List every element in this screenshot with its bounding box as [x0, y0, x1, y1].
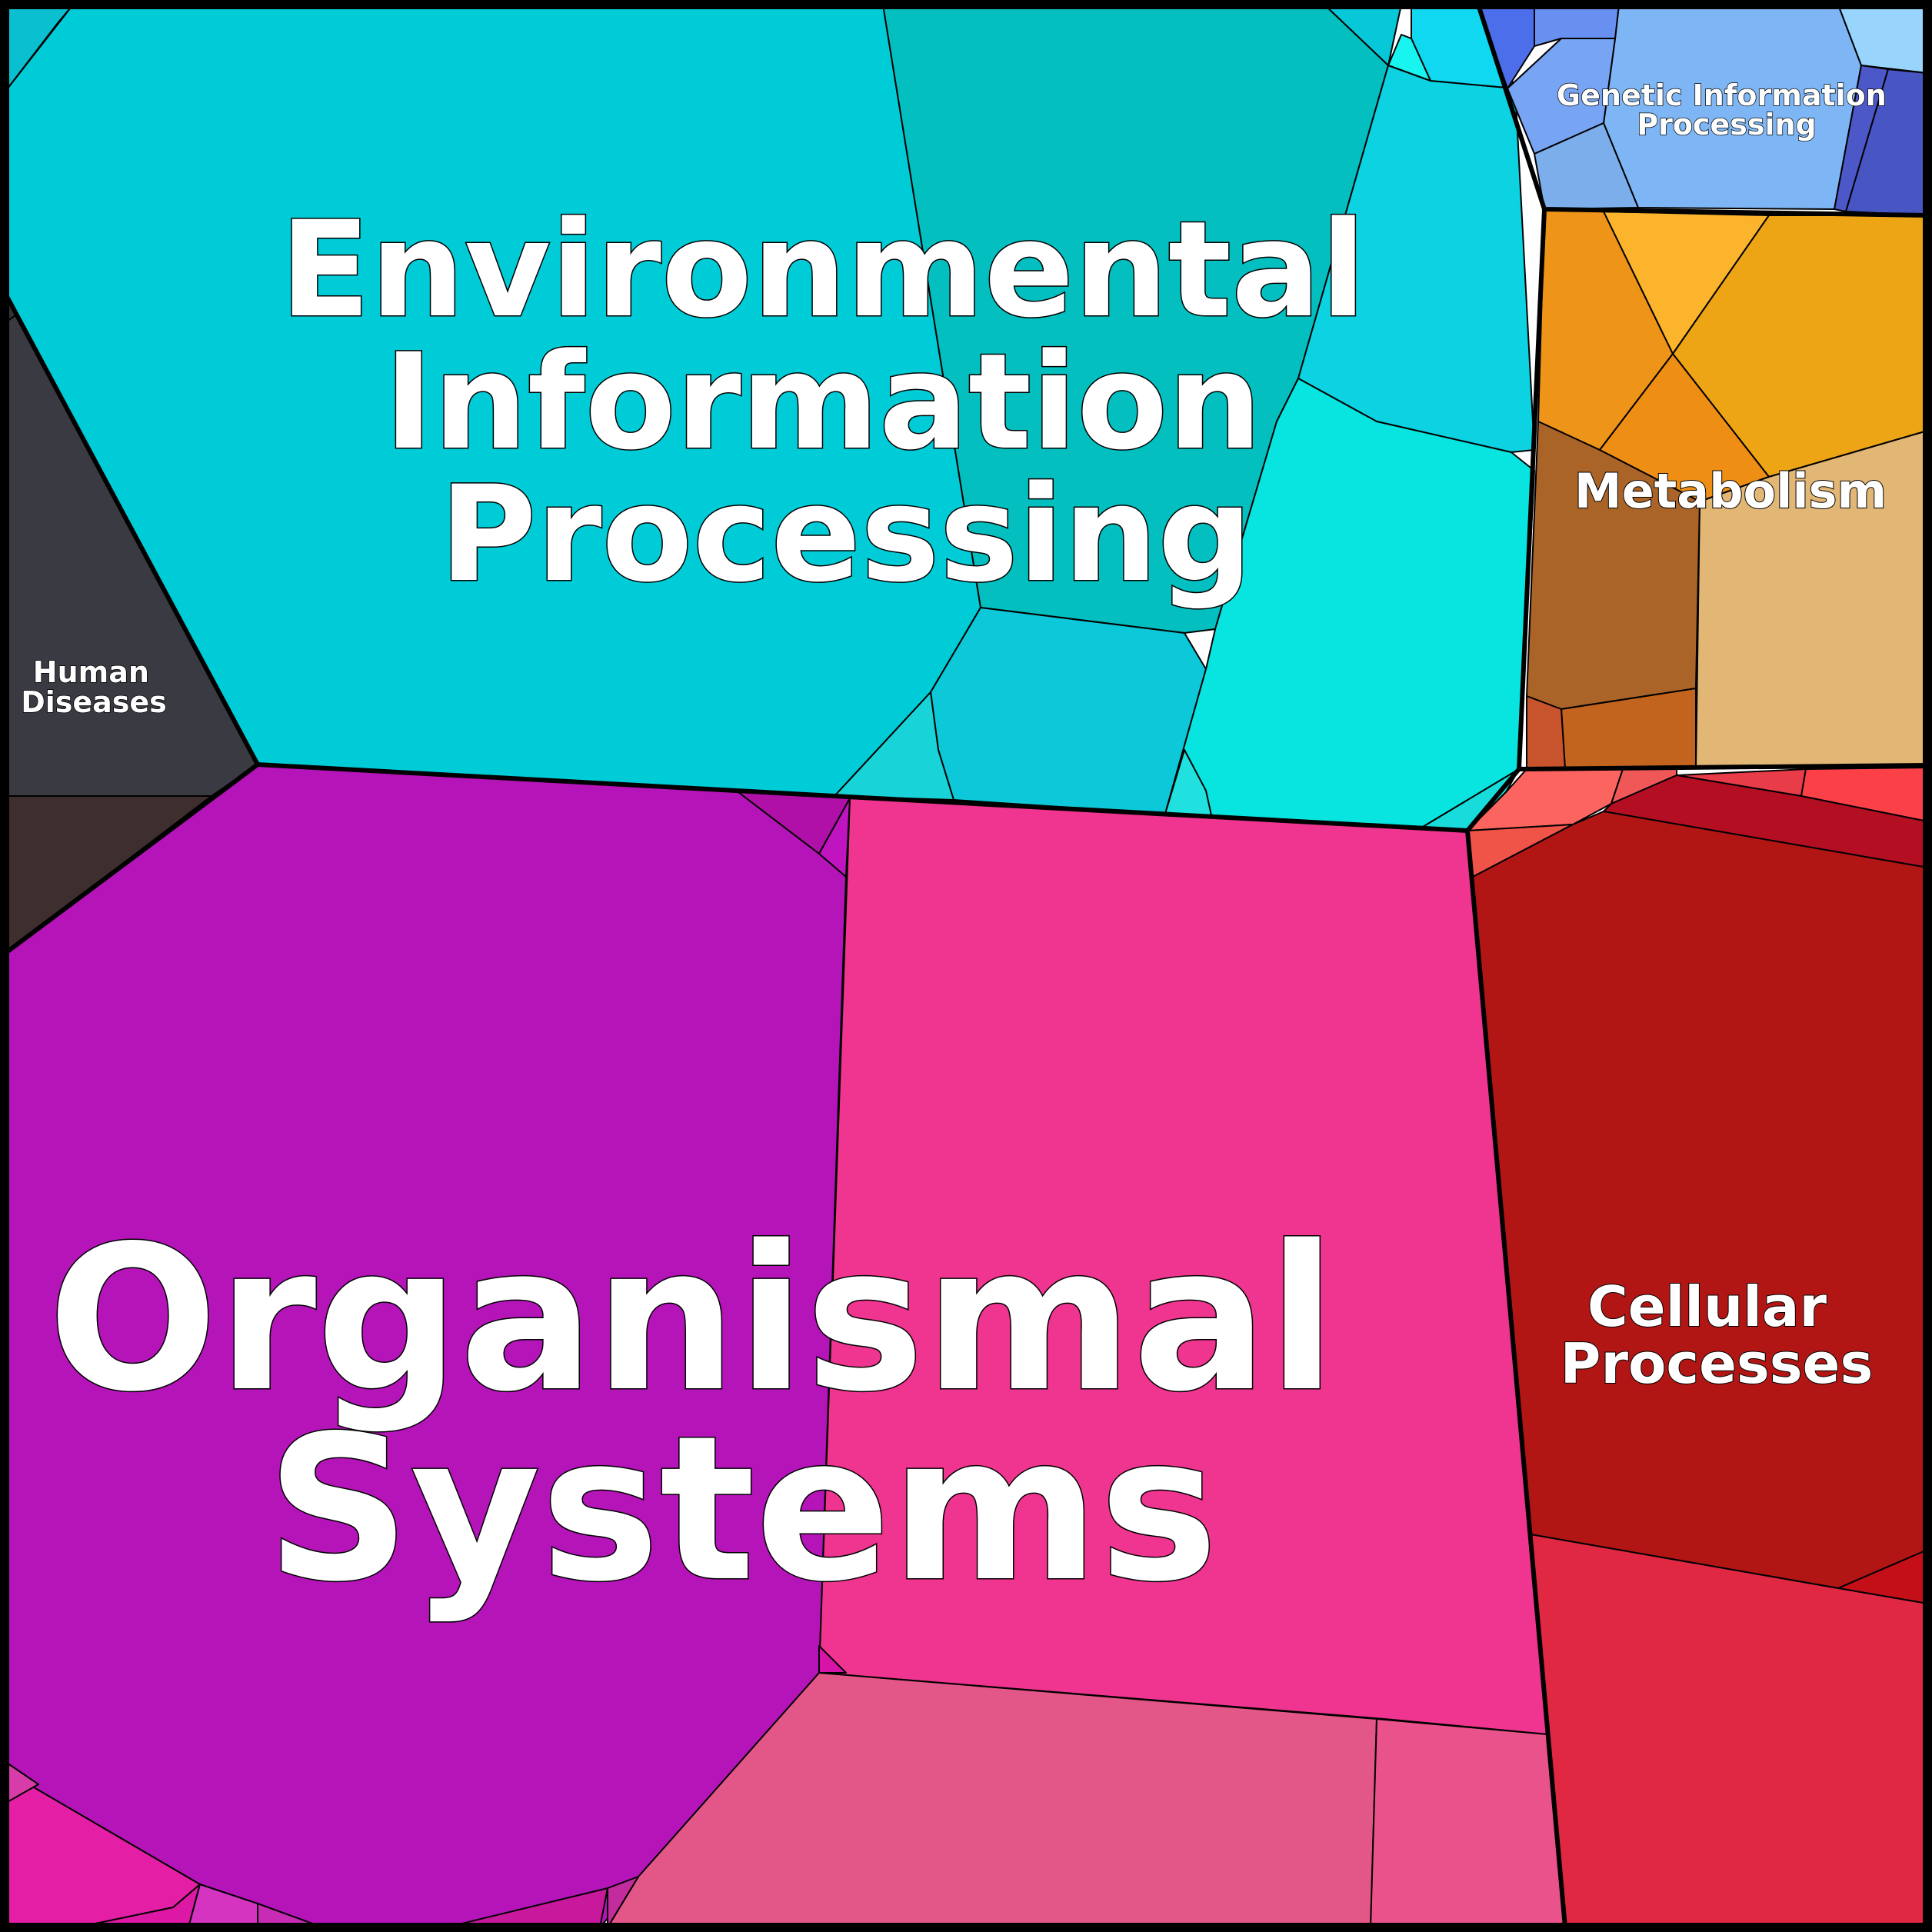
label-cellular-processes: Cellular Processes: [1561, 1274, 1874, 1396]
boundary-genetic-metabolism: [1544, 207, 1928, 218]
region-metabolism: [1526, 208, 1928, 770]
cell: [1534, 122, 1639, 210]
cell: [1530, 1534, 1928, 1928]
cell: [1387, 34, 1431, 82]
cell: [607, 1876, 639, 1928]
cell: [1370, 1718, 1566, 1928]
region-organismal-systems: [4, 764, 1566, 1928]
region-cellular-processes: [1467, 767, 1928, 1928]
cell: [1472, 811, 1928, 1589]
cell: [1507, 38, 1616, 155]
boundary-human-diseases: [3, 762, 259, 956]
cell: [818, 1645, 847, 1674]
boundary-environmental: [2, 4, 1547, 833]
region-environmental-information-processing: [4, 4, 1535, 831]
boundary-metabolism-cellular: [1518, 763, 1928, 771]
cell: [834, 691, 954, 801]
boundary-organismal-cellular: [1465, 830, 1567, 1928]
label-human-diseases: Human Diseases: [21, 655, 167, 719]
label-genetic-information-processing: Genetic Information Processing: [1557, 78, 1897, 142]
region-genetic-information-processing: [1477, 4, 1928, 216]
major-boundaries: [2, 4, 1928, 1928]
label-metabolism: Metabolism: [1574, 463, 1887, 519]
cell: [930, 607, 1207, 814]
label-environmental-information-processing: Environmental Information Processing: [280, 192, 1412, 611]
label-organismal-systems: Organismal Systems: [48, 1204, 1406, 1626]
